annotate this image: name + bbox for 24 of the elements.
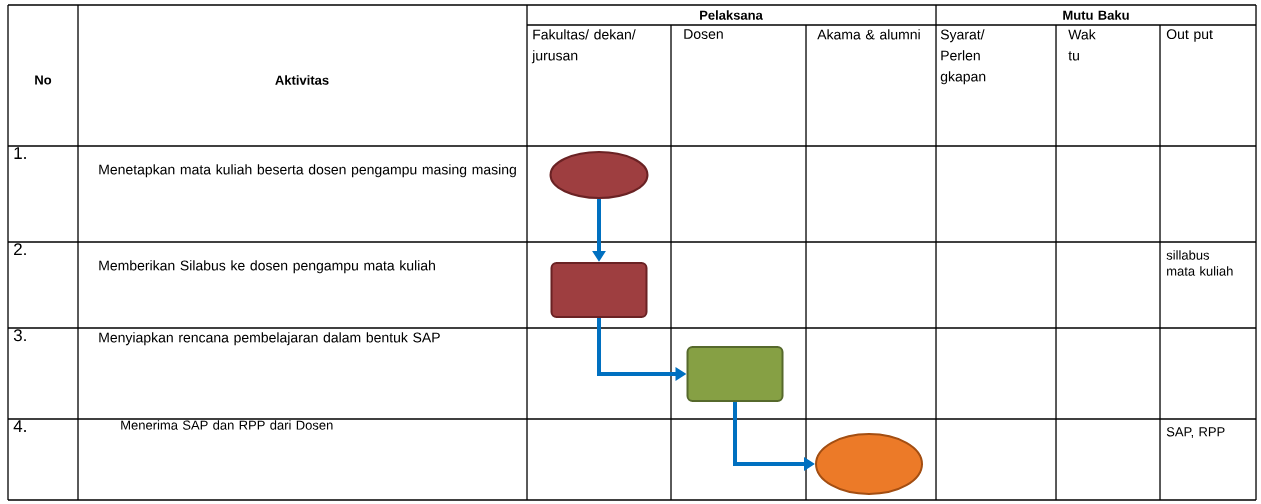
process-box — [686, 346, 784, 402]
column-header: Aktivitas — [275, 75, 329, 85]
row-number: 1. — [14, 147, 26, 159]
activity-text: Menerima SAP dan RPP dari Dosen — [121, 420, 333, 430]
row-number: 2. — [14, 243, 26, 256]
column-header: Dosen — [684, 29, 723, 39]
process-box — [550, 262, 648, 318]
column-header: No — [35, 75, 52, 85]
ellipse-shape — [549, 151, 649, 199]
ellipse-shape — [815, 433, 923, 495]
activity-text: Memberikan Silabus ke dosen pengampu mata kuliah — [99, 260, 435, 274]
column-header: Akama & alumni — [817, 29, 920, 40]
row-number: 3. — [13, 329, 26, 342]
activity-text: Menetapkan mata kuliah beserta dosen pengampu masing masing — [99, 164, 516, 178]
column-header: Out put — [1166, 29, 1213, 42]
cell-text: sillabus mata kuliah — [1166, 250, 1233, 276]
column-header: Mutu Baku — [1063, 10, 1129, 20]
activity-text: Menyiapkan rencana pembelajaran dalam bentuk SAP — [99, 332, 440, 346]
column-header: Fakultas/ dekan/ jurusan — [531, 29, 636, 64]
column-header: Syarat/ Perlen gkapan — [940, 29, 986, 85]
column-header: Pelaksana — [700, 10, 763, 20]
column-header: Wak tu — [1068, 29, 1096, 61]
row-number: 4. — [13, 420, 26, 432]
cell-text: SAP, RPP — [1166, 427, 1225, 438]
